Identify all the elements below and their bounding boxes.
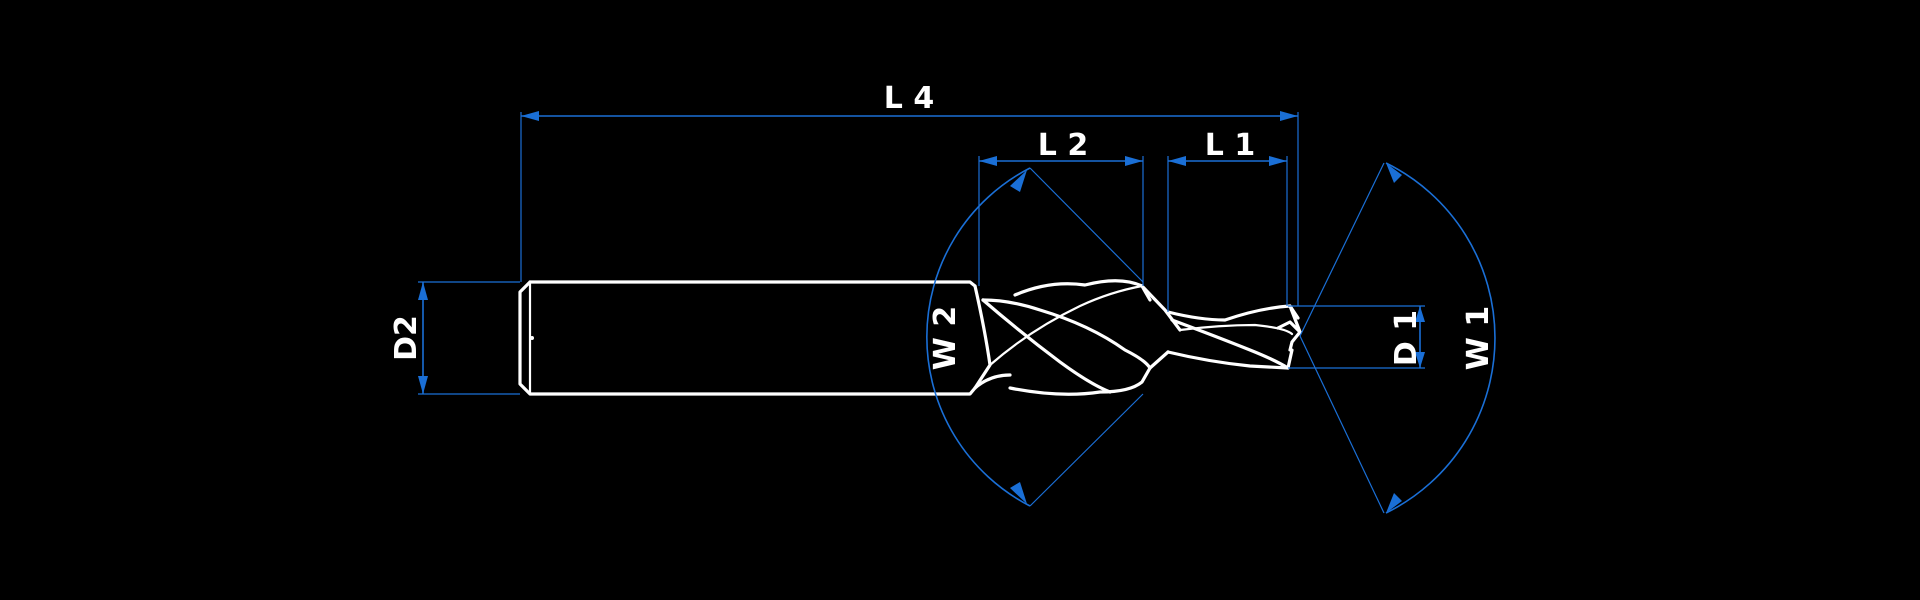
drill-tip: [1276, 304, 1302, 352]
flute-spiral-2: [981, 298, 1152, 370]
dimension-d1: D 1: [1288, 305, 1425, 369]
dimension-l2: L 2: [978, 128, 1144, 286]
label-l4: L 4: [884, 81, 934, 116]
label-w1: W 1: [1461, 306, 1496, 370]
drill-outline: [518, 279, 1302, 396]
label-d1: D 1: [1389, 310, 1424, 366]
dimension-w2: W 2: [926, 167, 1144, 507]
flute-spiral-3: [988, 284, 1144, 367]
label-l1: L 1: [1205, 128, 1255, 163]
label-l2: L 2: [1038, 128, 1088, 163]
step-edge: [1140, 284, 1182, 370]
dimension-d2: D2: [389, 281, 520, 395]
body-top-edge: [1013, 279, 1152, 302]
dimension-l4: L 4: [520, 81, 1299, 306]
pilot-bottom-edge: [1166, 348, 1294, 370]
label-w2: W 2: [928, 306, 963, 370]
pilot-top-edge: [1166, 304, 1300, 322]
pilot-spiral-2: [1178, 323, 1294, 336]
body-bottom-edge: [973, 366, 1152, 396]
label-d2: D2: [389, 315, 424, 361]
dimension-w1: W 1: [1299, 162, 1496, 514]
center-mark: [530, 336, 534, 340]
shank-outline: [518, 280, 977, 396]
flute-spiral-1: [981, 298, 1112, 394]
dimension-l1: L 1: [1167, 128, 1288, 312]
